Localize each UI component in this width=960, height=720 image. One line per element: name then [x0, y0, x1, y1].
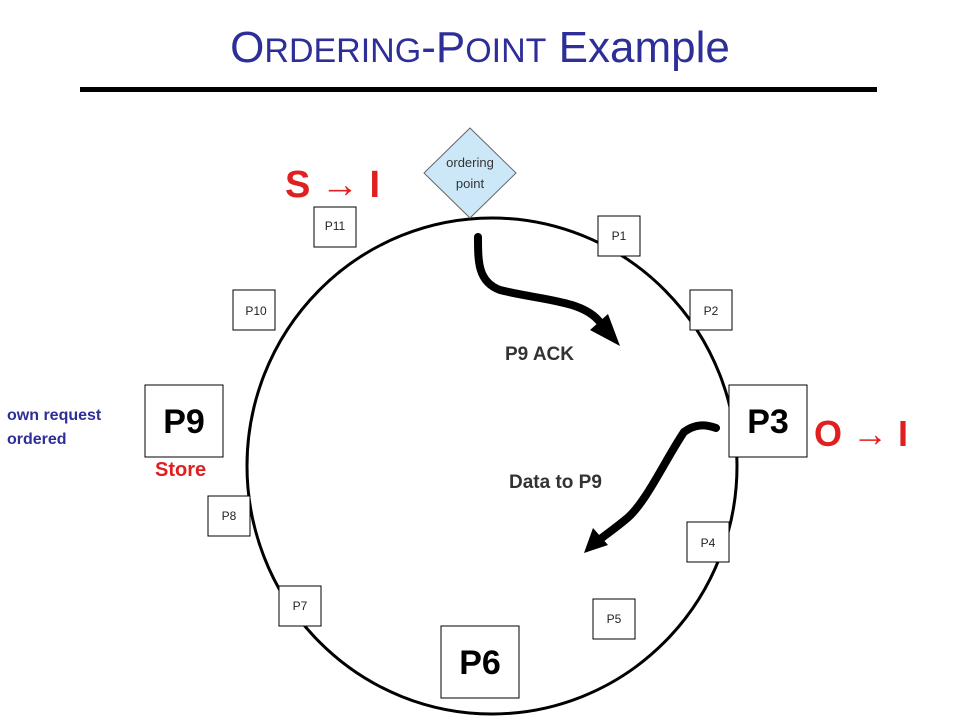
node-p5-label: P5 [607, 612, 622, 626]
node-p7: P7 [278, 585, 322, 627]
node-p3: P3 [728, 384, 808, 458]
arrow-p9-ack [474, 233, 612, 335]
node-p9: P9 [144, 384, 224, 458]
node-p3-label: P3 [747, 403, 789, 441]
node-p1-label: P1 [612, 229, 627, 243]
node-p11: P11 [313, 206, 357, 248]
label-s-to-i: S → I [285, 164, 380, 206]
ring [245, 216, 739, 716]
node-p1: P1 [597, 215, 641, 257]
ordering-point-label-1: ordering [446, 155, 494, 170]
ordering-point-label-2: point [456, 176, 485, 191]
title-example: Example [546, 23, 730, 72]
title-cap-o: O [230, 23, 265, 72]
node-p4: P4 [686, 521, 730, 563]
label-data-to-p9: Data to P9 [509, 472, 602, 493]
node-p7-label: P7 [293, 599, 308, 613]
node-p10-label: P10 [245, 304, 267, 318]
node-p2-label: P2 [704, 304, 719, 318]
node-p9-label: P9 [163, 403, 205, 441]
arrow-data-to-p9 [594, 421, 720, 545]
node-p8: P8 [207, 495, 251, 537]
node-p10: P10 [232, 289, 276, 331]
arrow-p9-ack-head [590, 314, 620, 346]
node-p6: P6 [440, 625, 520, 699]
node-p2: P2 [689, 289, 733, 331]
label-store: Store [155, 459, 206, 481]
label-ordered: ordered [7, 431, 67, 448]
ordering-point: ordering point [423, 127, 517, 219]
node-p11-label: P11 [325, 219, 346, 233]
node-p5: P5 [592, 598, 636, 640]
node-p8-label: P8 [222, 509, 237, 523]
node-p4-label: P4 [701, 536, 716, 550]
title-smallcaps-point: OINT [465, 32, 547, 70]
arrow-data-to-p9-head [584, 528, 608, 553]
title-smallcaps-ordering: RDERING [264, 32, 422, 70]
label-own-request: own request [7, 407, 102, 424]
slide-title: ORDERING-POINT Example [0, 22, 960, 77]
label-o-to-i: O → I [814, 413, 908, 454]
label-p9-ack: P9 ACK [505, 344, 574, 365]
title-underline [80, 87, 877, 92]
title-dash: - [421, 23, 436, 72]
title-cap-p: P [435, 23, 466, 72]
node-p6-label: P6 [459, 644, 501, 682]
